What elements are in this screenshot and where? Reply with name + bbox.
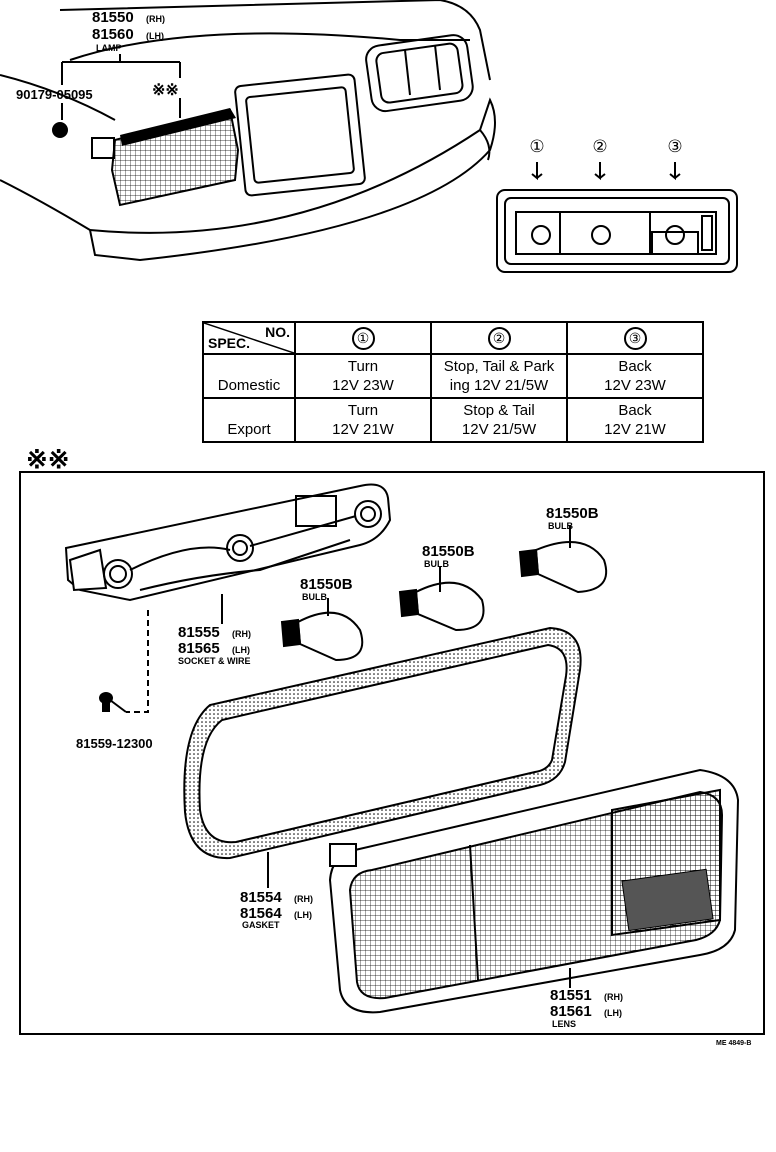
gasket-lh-number: 81564 xyxy=(240,905,282,922)
car-rear-view xyxy=(0,0,496,262)
header-no: NO. xyxy=(265,324,290,340)
row-market: Domestic xyxy=(202,353,296,399)
position-1-label: ① xyxy=(529,137,544,156)
exploded-marker: ※※ xyxy=(26,444,70,474)
socket-rh-number: 81555 xyxy=(178,624,220,641)
socket-rh-side: (RH) xyxy=(232,629,251,639)
cell-line-1: Stop & Tail xyxy=(463,402,535,419)
screw-icon xyxy=(99,692,127,713)
bulb-spec-table: NO. SPEC. ① ② ③ Domestic Turn 12V 23W Sto… xyxy=(202,321,704,443)
table-row: Domestic Turn 12V 23W Stop, Tail & Park in… xyxy=(202,353,704,399)
marker-top: ※※ xyxy=(152,82,179,99)
bulb-3-icon xyxy=(518,541,608,594)
cell-line-2: 12V 21W xyxy=(332,421,394,438)
screw-dashed-leader xyxy=(126,610,149,713)
lamp-lh-number: 81560 xyxy=(92,26,134,43)
cell-line-2: 12V 23W xyxy=(604,377,666,394)
gasket-rh-number: 81554 xyxy=(240,889,282,906)
position-3-label: ③ xyxy=(667,137,682,156)
lens-lh-number: 81561 xyxy=(550,1003,592,1020)
lens-rh-side: (RH) xyxy=(604,992,623,1002)
row-market: Export xyxy=(202,397,296,443)
header-diagonal xyxy=(204,323,294,353)
bulb-position-labels: ① ② ③ xyxy=(529,137,682,156)
col-3-label: ③ xyxy=(623,326,647,350)
exploded-view-frame xyxy=(19,471,765,1035)
bulb-position-diagram xyxy=(496,189,738,273)
header-col-1: ① xyxy=(294,321,432,355)
cell-line-1: Back xyxy=(618,358,652,375)
nut-icon xyxy=(52,122,68,138)
bulb-2-icon xyxy=(398,581,485,632)
row-cell: Turn 12V 23W xyxy=(294,353,432,399)
row-cell: Turn 12V 21W xyxy=(294,397,432,443)
position-2-label: ② xyxy=(592,137,607,156)
bulb-3-number: 81550B xyxy=(546,505,599,522)
nut-part-number: 90179-05095 xyxy=(16,87,93,102)
cell-line-1: Back xyxy=(618,402,652,419)
cell-line-1: Turn xyxy=(347,358,379,375)
bulb-leaders xyxy=(327,526,571,616)
gasket-lh-side: (LH) xyxy=(294,910,312,920)
exploded-leaders xyxy=(221,594,571,988)
row-cell: Back 12V 23W xyxy=(566,353,704,399)
bulb-position-arrows xyxy=(531,162,681,181)
lamp-lh-side: (LH) xyxy=(146,31,164,41)
cell-line-1: Turn xyxy=(347,402,379,419)
car-lamp-left xyxy=(91,108,240,207)
gasket-rh-side: (RH) xyxy=(294,894,313,904)
cell-line-2: 12V 21W xyxy=(604,421,666,438)
bulb-1-number: 81550B xyxy=(300,576,353,593)
lens-lh-side: (LH) xyxy=(604,1008,622,1018)
socket-and-wire xyxy=(64,483,392,602)
lamp-rh-side: (RH) xyxy=(146,14,165,24)
header-spec: SPEC. xyxy=(208,335,251,351)
lens xyxy=(328,768,740,1014)
gasket-name: GASKET xyxy=(242,920,280,930)
table-header-row: NO. SPEC. ① ② ③ xyxy=(202,321,704,355)
lens-name: LENS xyxy=(552,1019,576,1029)
lamp-rh-number: 81550 xyxy=(92,9,134,26)
lamp-name: LAMP xyxy=(96,43,122,53)
bulb-3-name: BULB xyxy=(548,521,573,531)
figure-code: ME 4849-B xyxy=(716,1040,751,1047)
cell-line-2: ing 12V 21/5W xyxy=(449,377,549,394)
screw-part-number: 81559-12300 xyxy=(76,736,153,751)
leader-lines-top xyxy=(61,54,181,120)
socket-lh-side: (LH) xyxy=(232,645,250,655)
gasket xyxy=(183,626,582,860)
row-cell: Stop, Tail & Park ing 12V 21/5W xyxy=(430,353,568,399)
header-col-3: ③ xyxy=(566,321,704,355)
bulb-1-name: BULB xyxy=(302,592,327,602)
cell-line-2: 12V 21/5W xyxy=(461,421,537,438)
header-corner-cell: NO. SPEC. xyxy=(202,321,296,355)
row-cell: Stop & Tail 12V 21/5W xyxy=(430,397,568,443)
row-cell: Back 12V 21W xyxy=(566,397,704,443)
col-2-label: ② xyxy=(487,326,511,350)
header-col-2: ② xyxy=(430,321,568,355)
socket-name: SOCKET & WIRE xyxy=(178,656,251,666)
lens-rh-number: 81551 xyxy=(550,987,592,1004)
bulb-2-name: BULB xyxy=(424,559,449,569)
cell-line-1: Stop, Tail & Park xyxy=(443,358,555,375)
bulb-1-icon xyxy=(280,611,364,662)
socket-lh-number: 81565 xyxy=(178,640,220,657)
bulb-2-number: 81550B xyxy=(422,543,475,560)
col-1-label: ① xyxy=(351,326,375,350)
cell-line-2: 12V 23W xyxy=(332,377,394,394)
